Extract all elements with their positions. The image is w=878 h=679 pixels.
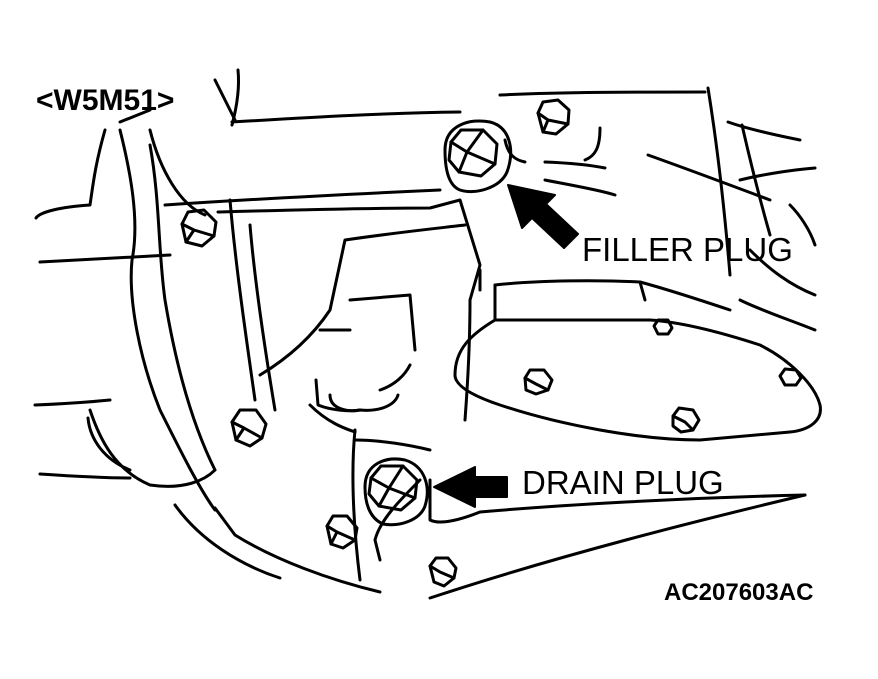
bolt xyxy=(778,367,803,387)
bolt xyxy=(180,208,218,248)
model-label: <W5M51> xyxy=(36,84,175,117)
lower-housing xyxy=(353,438,807,600)
bolts xyxy=(180,98,803,588)
drain-plug-arrow xyxy=(433,466,508,508)
mounting-bracket xyxy=(118,128,482,594)
transmission-housing xyxy=(33,68,817,488)
filler-plug-arrow xyxy=(507,184,579,249)
bolt xyxy=(325,514,359,550)
bolt xyxy=(428,556,458,588)
bolt xyxy=(230,408,268,448)
bolt xyxy=(652,318,674,336)
drain-plug-label: DRAIN PLUG xyxy=(522,464,724,501)
cover-plate xyxy=(453,279,822,442)
filler-plug xyxy=(443,119,513,194)
filler-plug-label: FILLER PLUG xyxy=(582,231,793,268)
bolt xyxy=(523,368,554,396)
figure-code: AC207603AC xyxy=(664,579,814,606)
bolt xyxy=(671,406,701,434)
bolt xyxy=(536,98,571,136)
drain-plug xyxy=(363,457,429,527)
